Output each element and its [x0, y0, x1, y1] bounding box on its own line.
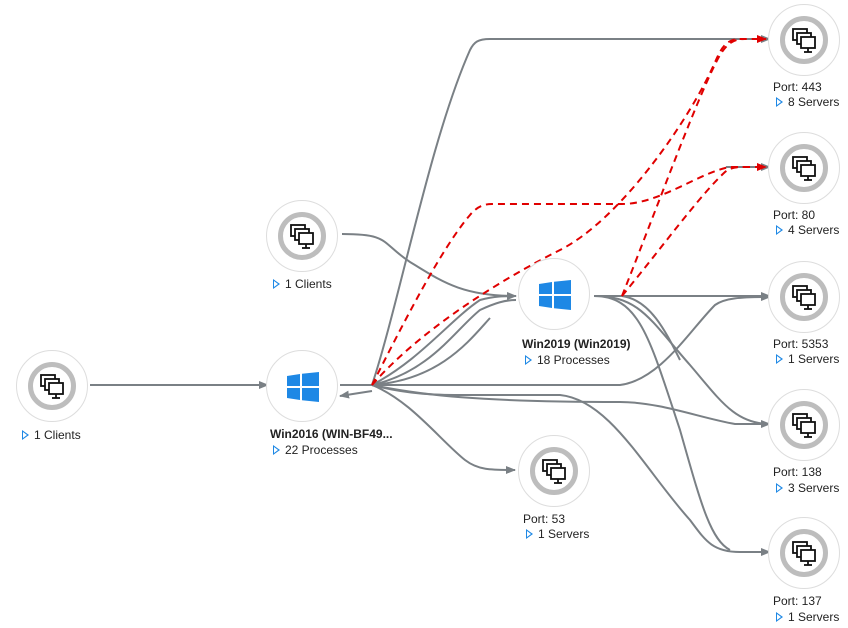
expand-triangle-icon — [776, 612, 783, 622]
expand-triangle-icon — [525, 355, 532, 365]
port5353-node[interactable] — [768, 261, 840, 333]
clients-node-left[interactable] — [16, 350, 88, 422]
server-group-icon — [290, 224, 314, 249]
win2019-machine-node[interactable] — [518, 258, 590, 330]
server-group-icon — [792, 285, 816, 310]
win2016-processes-expander[interactable]: 22 Processes — [273, 443, 358, 457]
expand-triangle-icon — [22, 430, 29, 440]
edge-win2016-to-port53 — [371, 384, 516, 474]
port138-node[interactable] — [768, 389, 840, 461]
edge-win2016-inbound — [339, 390, 373, 399]
expand-triangle-icon — [273, 445, 280, 455]
server-group-icon — [792, 413, 816, 438]
edge-win2016-to-port5353 — [372, 293, 771, 386]
port53-servers-expander[interactable]: 1 Servers — [526, 527, 589, 541]
port53-node[interactable] — [518, 435, 590, 507]
port80-servers-expander[interactable]: 4 Servers — [776, 223, 839, 237]
edge-win2019-to-port138 — [593, 295, 771, 425]
clients-node-top[interactable] — [266, 200, 338, 272]
port443-servers-expander[interactable]: 8 Servers — [776, 95, 839, 109]
edge-win2016-to-port137 — [371, 384, 771, 556]
alert-edge-win2016-to-port443 — [371, 35, 767, 386]
server-group-icon — [542, 459, 566, 484]
server-group-icon — [792, 541, 816, 566]
expand-triangle-icon — [526, 529, 533, 539]
expand-triangle-icon — [776, 225, 783, 235]
edge-win2016-to-port138 — [371, 384, 771, 428]
port443-node[interactable] — [768, 4, 840, 76]
expand-triangle-icon — [776, 483, 783, 493]
alert-edge-win2016-to-port80 — [371, 163, 767, 386]
edge-win2019-to-port137 — [593, 295, 731, 551]
expand-triangle-icon — [776, 97, 783, 107]
clients-top-expander[interactable]: 1 Clients — [273, 277, 332, 291]
win2019-title: Win2019 (Win2019) — [522, 337, 631, 351]
clients-left-expander[interactable]: 1 Clients — [22, 428, 81, 442]
port137-node[interactable] — [768, 517, 840, 589]
server-group-icon — [40, 374, 64, 399]
edge-win2016-to-port443 — [371, 38, 726, 386]
server-group-icon — [792, 28, 816, 53]
win2016-machine-node[interactable] — [266, 350, 338, 422]
port5353-servers-expander[interactable]: 1 Servers — [776, 352, 839, 366]
windows-logo-icon — [287, 372, 319, 402]
win2019-processes-expander[interactable]: 18 Processes — [525, 353, 610, 367]
port53-title: Port: 53 — [523, 512, 566, 526]
port138-servers-expander[interactable]: 3 Servers — [776, 481, 839, 495]
port137-title: Port: 137 — [773, 594, 822, 608]
port5353-title: Port: 5353 — [773, 337, 829, 351]
server-group-icon — [792, 156, 816, 181]
windows-logo-icon — [539, 280, 571, 310]
alert-edge-win2019-to-port80 — [621, 166, 746, 297]
port80-title: Port: 80 — [773, 208, 816, 222]
port138-title: Port: 138 — [773, 465, 822, 479]
expand-triangle-icon — [776, 354, 783, 364]
expand-triangle-icon — [273, 279, 280, 289]
port443-title: Port: 443 — [773, 80, 822, 94]
port80-node[interactable] — [768, 132, 840, 204]
edge-clients-to-win2019 — [341, 233, 517, 300]
win2016-title: Win2016 (WIN-BF49... — [270, 427, 393, 441]
port137-servers-expander[interactable]: 1 Servers — [776, 610, 839, 624]
alert-edge-win2019-to-port443 — [621, 38, 746, 297]
